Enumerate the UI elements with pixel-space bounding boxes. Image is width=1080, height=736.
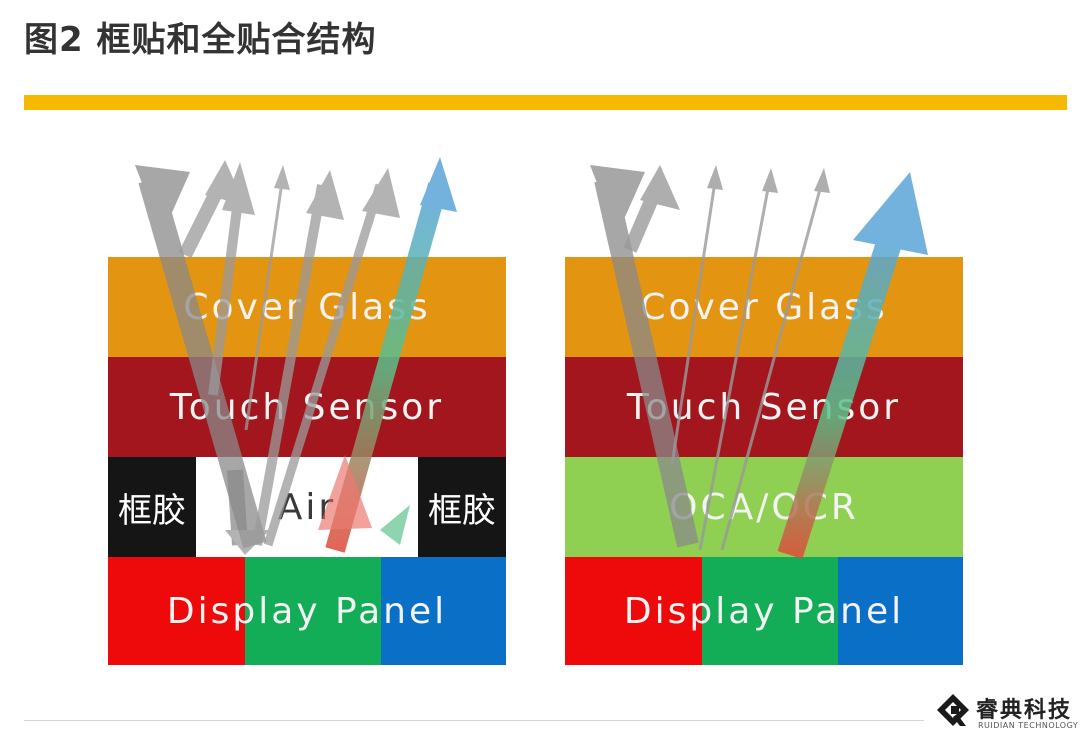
emitted-light-arrowhead xyxy=(853,172,928,255)
display-panel-layer: Display Panel xyxy=(565,557,963,665)
incident-light-arrowhead xyxy=(590,165,645,235)
figure-title: 图2 框贴和全贴合结构 xyxy=(24,20,377,60)
accent-bar xyxy=(24,95,1067,110)
reflected-arrow-4 xyxy=(306,170,344,220)
reflected-arrow-5 xyxy=(362,168,400,218)
reflected-arrow-3 xyxy=(762,168,778,193)
frame-glue-left: 框胶 xyxy=(108,457,196,557)
reflected-arrow-2 xyxy=(707,165,723,190)
reflected-arrow-1 xyxy=(640,165,680,210)
touch-sensor-layer: Touch Sensor xyxy=(108,357,506,457)
reflected-arrow-2 xyxy=(222,162,255,215)
frame-bonding-diagram: Cover Glass Touch Sensor Air 框胶 框胶 Displ… xyxy=(108,257,506,665)
panel-blue-subpixel xyxy=(838,557,963,665)
frame-glue-right: 框胶 xyxy=(418,457,506,557)
reflected-arrow-4 xyxy=(814,168,830,193)
company-logo: 睿典科技 RUIDIAN TECHNOLOGY xyxy=(934,692,1078,732)
touch-sensor-layer: Touch Sensor xyxy=(565,357,963,457)
company-subtitle: RUIDIAN TECHNOLOGY xyxy=(978,721,1079,730)
cover-glass-layer: Cover Glass xyxy=(108,257,506,357)
incident-light-arrowhead xyxy=(135,165,190,235)
display-panel-layer: Display Panel xyxy=(108,557,506,665)
oca-ocr-layer: OCA/OCR xyxy=(565,457,963,557)
reflected-arrow-1 xyxy=(205,160,245,205)
emitted-light-arrowhead xyxy=(420,157,457,212)
reflected-arrow-3 xyxy=(274,165,290,190)
panel-red-subpixel xyxy=(565,557,702,665)
panel-green-subpixel xyxy=(702,557,838,665)
panel-red-subpixel xyxy=(108,557,245,665)
ruidian-logo-icon xyxy=(937,694,969,726)
display-panel-label: Display Panel xyxy=(623,590,905,632)
display-panel-label: Display Panel xyxy=(166,590,448,632)
cover-glass-layer: Cover Glass xyxy=(565,257,963,357)
full-lamination-diagram: Cover Glass Touch Sensor OCA/OCR Display… xyxy=(565,257,963,665)
company-name: 睿典科技 xyxy=(976,698,1073,723)
panel-green-subpixel xyxy=(245,557,381,665)
panel-blue-subpixel xyxy=(381,557,506,665)
footer-divider xyxy=(24,720,924,721)
